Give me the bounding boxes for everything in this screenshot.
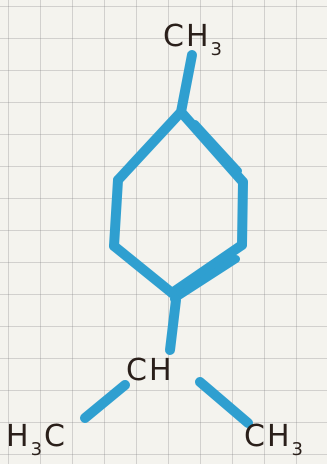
atom-labels: CH3 CH H3C CH3 <box>6 19 305 460</box>
bond-methyl-top <box>176 50 197 117</box>
label-right-methyl: CH3 <box>244 419 305 460</box>
ring-bond-2-3 <box>237 177 248 250</box>
ring-bond-4-5 <box>109 241 177 298</box>
ring-bond-5-6 <box>109 175 123 251</box>
label-left-methyl-sub: 3 <box>31 439 44 460</box>
label-middle-ch: CH <box>126 353 174 388</box>
label-left-methyl-c: C <box>44 419 67 454</box>
label-top-methyl-sub: 3 <box>211 39 224 60</box>
label-top-methyl-main: CH <box>163 19 211 54</box>
label-top-methyl: CH3 <box>163 19 224 60</box>
ring-bond-6-1 <box>113 107 186 185</box>
label-left-methyl: H3C <box>6 419 67 460</box>
label-right-methyl-main: CH <box>244 419 292 454</box>
bonds <box>80 50 253 428</box>
ring-bond-3-4 <box>167 240 247 298</box>
bond-ch-to-left-methyl <box>80 380 130 423</box>
ring-double-bond-inner <box>191 120 242 175</box>
ring-double-bond-inner-2 <box>170 255 240 303</box>
label-right-methyl-sub: 3 <box>292 439 305 460</box>
label-left-methyl-h: H <box>6 419 31 454</box>
bond-ch-to-right-methyl <box>195 377 253 428</box>
bond-ring-to-ch <box>165 295 181 355</box>
